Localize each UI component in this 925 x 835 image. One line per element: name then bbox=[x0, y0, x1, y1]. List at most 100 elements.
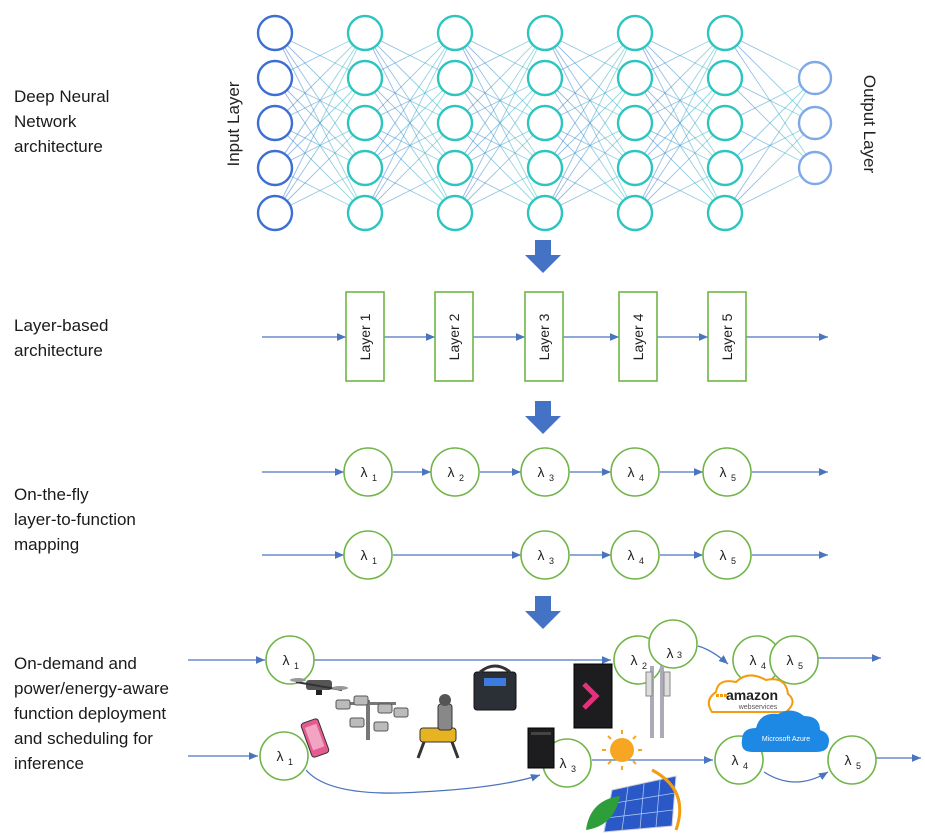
input-neuron bbox=[256, 149, 294, 187]
stage-label-line: architecture bbox=[14, 137, 103, 156]
stage-label-mapping: On-the-fly layer-to-function mapping bbox=[14, 482, 136, 557]
hidden-neuron bbox=[346, 149, 384, 187]
lambda-symbol: λ bbox=[787, 652, 794, 668]
hidden-neuron bbox=[526, 104, 564, 142]
lambda-node bbox=[702, 530, 752, 580]
dark-server-icon bbox=[527, 727, 555, 769]
layer-box-label: Layer 3 bbox=[536, 313, 552, 360]
hidden-neuron bbox=[526, 59, 564, 97]
nn-edge bbox=[724, 77, 816, 214]
stage-label-line: function deployment bbox=[14, 704, 167, 723]
stage-label-line: On-the-fly bbox=[14, 485, 89, 504]
nn-edge bbox=[454, 122, 546, 214]
lambda-subscript: 1 bbox=[288, 757, 293, 767]
nn-edge bbox=[724, 77, 816, 169]
stage-label-line: Network bbox=[14, 112, 77, 131]
lambda-symbol: λ bbox=[628, 547, 635, 563]
nn-edge bbox=[364, 77, 456, 214]
hidden-neuron bbox=[346, 194, 384, 232]
aws-cloud-icon: amazon webservices bbox=[707, 674, 794, 713]
hidden-neuron bbox=[436, 104, 474, 142]
nn-edge bbox=[634, 122, 726, 214]
nn-edge bbox=[544, 77, 636, 214]
layer-flow: Layer 1 Layer 2 Layer 3 Layer 4 Layer 5 bbox=[262, 291, 828, 382]
azure-cloud-icon: Microsoft Azure bbox=[741, 710, 829, 752]
hidden-neuron bbox=[436, 59, 474, 97]
lambda-subscript: 4 bbox=[761, 661, 766, 671]
lambda-symbol: λ bbox=[628, 464, 635, 480]
lambda-subscript: 4 bbox=[743, 761, 748, 771]
stage-label-line: power/energy-aware bbox=[14, 679, 169, 698]
nn-edge bbox=[544, 32, 636, 169]
lambda-node bbox=[610, 447, 660, 497]
drone-icon bbox=[290, 678, 348, 695]
input-neuron bbox=[256, 59, 294, 97]
stage-label-line: On-demand and bbox=[14, 654, 137, 673]
aws-text: amazon bbox=[726, 687, 778, 703]
layer-box-label: Layer 2 bbox=[446, 313, 462, 360]
nn-edge bbox=[544, 122, 636, 214]
nn-edge bbox=[544, 32, 636, 214]
lambda-node bbox=[259, 731, 309, 781]
hidden-neuron bbox=[526, 149, 564, 187]
flow-line bbox=[305, 769, 541, 794]
hidden-neuron bbox=[436, 194, 474, 232]
lambda-subscript: 4 bbox=[639, 556, 644, 566]
hidden-neuron bbox=[616, 149, 654, 187]
lambda-subscript: 1 bbox=[372, 473, 377, 483]
layer-box bbox=[618, 291, 658, 382]
lambda-symbol: λ bbox=[732, 752, 739, 768]
output-neuron bbox=[797, 60, 833, 96]
lambda-subscript: 5 bbox=[731, 556, 736, 566]
lambda-subscript: 3 bbox=[549, 556, 554, 566]
nn-edge bbox=[634, 32, 726, 214]
input-layer-label: Input Layer bbox=[224, 81, 243, 166]
stage-label-line: Layer-based bbox=[14, 316, 109, 335]
nn-edge bbox=[364, 122, 456, 214]
hidden-neuron bbox=[616, 194, 654, 232]
cell-tower-icon bbox=[645, 666, 671, 738]
lambda-symbol: λ bbox=[667, 645, 674, 661]
lambda-symbol: λ bbox=[631, 652, 638, 668]
nn-edge bbox=[454, 32, 546, 169]
layer-box-label: Layer 4 bbox=[630, 313, 646, 360]
aws-subtext: webservices bbox=[738, 704, 778, 711]
nn-edge bbox=[274, 122, 366, 214]
nn-edge bbox=[274, 77, 366, 214]
lambda-symbol: λ bbox=[720, 547, 727, 563]
lambda-subscript: 5 bbox=[856, 761, 861, 771]
nn-edge bbox=[454, 77, 546, 214]
nn-edge bbox=[364, 32, 456, 124]
output-neuron bbox=[797, 150, 833, 186]
output-layer-label: Output Layer bbox=[860, 75, 879, 174]
nn-edge bbox=[634, 32, 726, 169]
smartphone-icon bbox=[300, 718, 330, 758]
lambda-node bbox=[769, 635, 819, 685]
server-box-icon bbox=[473, 664, 517, 711]
lambda-subscript: 3 bbox=[677, 650, 682, 660]
nn-edge bbox=[634, 32, 726, 124]
hidden-neuron bbox=[346, 59, 384, 97]
hidden-neuron bbox=[706, 59, 744, 97]
lambda-node bbox=[265, 635, 315, 685]
lambda-symbol: λ bbox=[277, 748, 284, 764]
leaf-icon bbox=[586, 796, 620, 830]
lambda-row-2: λ 1 λ 3 λ 4 λ 5 bbox=[262, 530, 828, 580]
stage-label-layer-based: Layer-based architecture bbox=[14, 313, 109, 363]
lambda-subscript: 5 bbox=[731, 473, 736, 483]
input-neuron bbox=[256, 104, 294, 142]
step-arrow-icon bbox=[525, 401, 561, 434]
lambda-symbol: λ bbox=[750, 652, 757, 668]
stage-label-line: mapping bbox=[14, 535, 80, 554]
lambda-subscript: 3 bbox=[571, 764, 576, 774]
deployment-bottom-row: λ 1 λ 3 λ 4 λ 5 bbox=[188, 731, 921, 794]
layer-box-label: Layer 5 bbox=[719, 313, 735, 360]
hidden-neuron bbox=[706, 194, 744, 232]
hidden-neuron bbox=[436, 14, 474, 52]
layer-box bbox=[434, 291, 474, 382]
lambda-symbol: λ bbox=[720, 464, 727, 480]
stage-label-line: inference bbox=[14, 754, 84, 773]
lambda-node bbox=[520, 447, 570, 497]
lambda-subscript: 3 bbox=[549, 473, 554, 483]
